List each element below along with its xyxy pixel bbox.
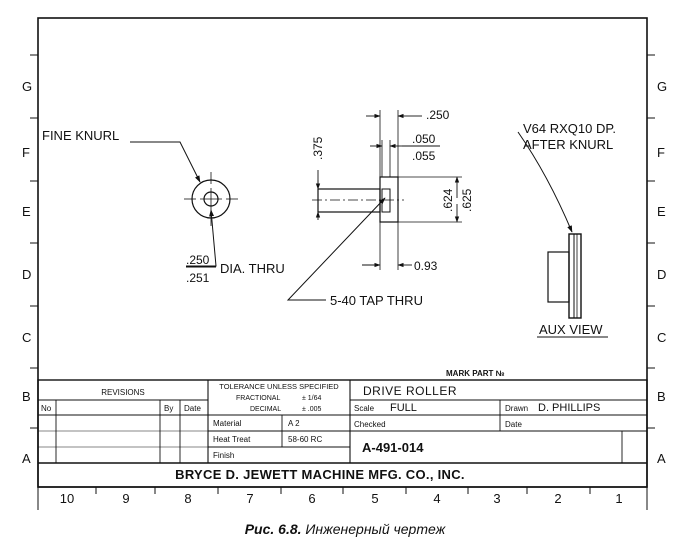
- tap-thru-note: 5-40 TAP THRU: [330, 293, 423, 308]
- aux-hub: [547, 251, 570, 303]
- hole-dia-leader: [186, 209, 217, 267]
- checked-label: Checked: [354, 420, 386, 429]
- col-label-7: 7: [246, 491, 253, 506]
- row-label-c-left: C: [22, 330, 31, 345]
- row-label-b-right: B: [657, 389, 666, 404]
- drawn-value: D. PHILLIPS: [538, 402, 600, 414]
- caption-number: Рис. 6.8.: [244, 521, 302, 537]
- aux-note-leader: [517, 131, 573, 233]
- aux-view-label: AUX VIEW: [539, 322, 603, 337]
- fine-knurl-note: FINE KNURL: [42, 128, 119, 143]
- side-dim-right-2: .625: [460, 188, 474, 212]
- side-dim-right-1: .624: [441, 188, 455, 212]
- row-label-g-right: G: [657, 79, 667, 94]
- drawn-label: Drawn: [505, 404, 528, 413]
- row-label-b-left: B: [22, 389, 31, 404]
- fine-knurl-leader: [130, 141, 201, 183]
- row-ticks: [30, 54, 655, 429]
- row-label-f-left: F: [22, 145, 30, 160]
- finish-label: Finish: [213, 451, 234, 460]
- side-dim-groove-bottom: .055: [412, 149, 436, 163]
- caption-text: Инженерный чертеж: [305, 521, 446, 537]
- col-label-3: 3: [493, 491, 500, 506]
- drawing-frame: [37, 17, 648, 510]
- side-view: .250 .050 .055 .375 .624 .625 0.93 5-40 …: [286, 108, 474, 308]
- column-labels: 10 9 8 7 6 5 4 3 2 1: [60, 491, 623, 506]
- col-label-1: 1: [615, 491, 622, 506]
- row-label-f-right: F: [657, 145, 665, 160]
- aux-note-line1: V64 RXQ10 DP.: [523, 121, 616, 136]
- mark-part-label: MARK PART №: [446, 369, 505, 378]
- row-label-d-left: D: [22, 267, 31, 282]
- col-label-9: 9: [122, 491, 129, 506]
- side-dim-top: .250: [426, 108, 450, 122]
- side-dim-bottom: 0.93: [414, 259, 438, 273]
- part-name: DRIVE ROLLER: [363, 384, 457, 398]
- side-dim-groove-top: .050: [412, 132, 436, 146]
- col-label-6: 6: [308, 491, 315, 506]
- col-label-10: 10: [60, 491, 74, 506]
- scale-value: FULL: [390, 402, 417, 414]
- rev-date-header: Date: [184, 404, 201, 413]
- side-dimension-lines: [315, 113, 460, 268]
- rev-by-header: By: [164, 404, 173, 413]
- rev-no-header: No: [41, 404, 52, 413]
- row-labels: G G F F E E D D C C B B A A: [22, 79, 667, 466]
- side-dim-vertical: .375: [311, 136, 325, 160]
- col-label-5: 5: [371, 491, 378, 506]
- row-label-c-right: C: [657, 330, 666, 345]
- figure-caption: Рис. 6.8. Инженерный чертеж: [0, 521, 690, 537]
- front-view: FINE KNURL .250 .251 DIA. THRU: [42, 128, 285, 285]
- company-name: BRYCE D. JEWETT MACHINE MFG. CO., INC.: [175, 467, 465, 482]
- row-label-e-right: E: [657, 204, 666, 219]
- material-label: Material: [213, 419, 242, 428]
- fractional-label: FRACTIONAL: [236, 395, 280, 402]
- date-label: Date: [505, 420, 522, 429]
- title-block: MARK PART № REVISIONS No By Date TOLERAN…: [37, 369, 648, 488]
- col-label-8: 8: [184, 491, 191, 506]
- material-value: A 2: [288, 419, 300, 428]
- scale-label: Scale: [354, 404, 375, 413]
- decimal-label: DECIMAL: [250, 406, 281, 413]
- column-ticks: [95, 487, 591, 494]
- col-label-4: 4: [433, 491, 440, 506]
- hole-note: DIA. THRU: [220, 261, 285, 276]
- hole-dim-top: .250: [186, 253, 210, 267]
- fractional-value: ± 1/64: [302, 395, 322, 402]
- aux-note-line2: AFTER KNURL: [523, 137, 613, 152]
- front-center-lines: [184, 172, 238, 226]
- row-label-d-right: D: [657, 267, 666, 282]
- roller-flange: [379, 176, 399, 223]
- tap-thru-leader: [286, 197, 386, 301]
- revisions-header: REVISIONS: [101, 388, 145, 397]
- row-label-g-left: G: [22, 79, 32, 94]
- hole-dim-bottom: .251: [186, 271, 210, 285]
- shaft-hub: [317, 188, 381, 213]
- heat-treat-value: 58-60 RC: [288, 435, 322, 444]
- row-label-e-left: E: [22, 204, 31, 219]
- row-label-a-right: A: [657, 451, 666, 466]
- row-label-a-left: A: [22, 451, 31, 466]
- heat-treat-label: Heat Treat: [213, 435, 251, 444]
- aux-flange: [568, 233, 582, 319]
- aux-view: V64 RXQ10 DP. AFTER KNURL AUX VIEW: [517, 121, 616, 338]
- drawing-number: A-491-014: [362, 440, 424, 455]
- col-label-2: 2: [554, 491, 561, 506]
- decimal-value: ± .005: [302, 406, 322, 413]
- tolerance-title: TOLERANCE UNLESS SPECIFIED: [219, 382, 339, 391]
